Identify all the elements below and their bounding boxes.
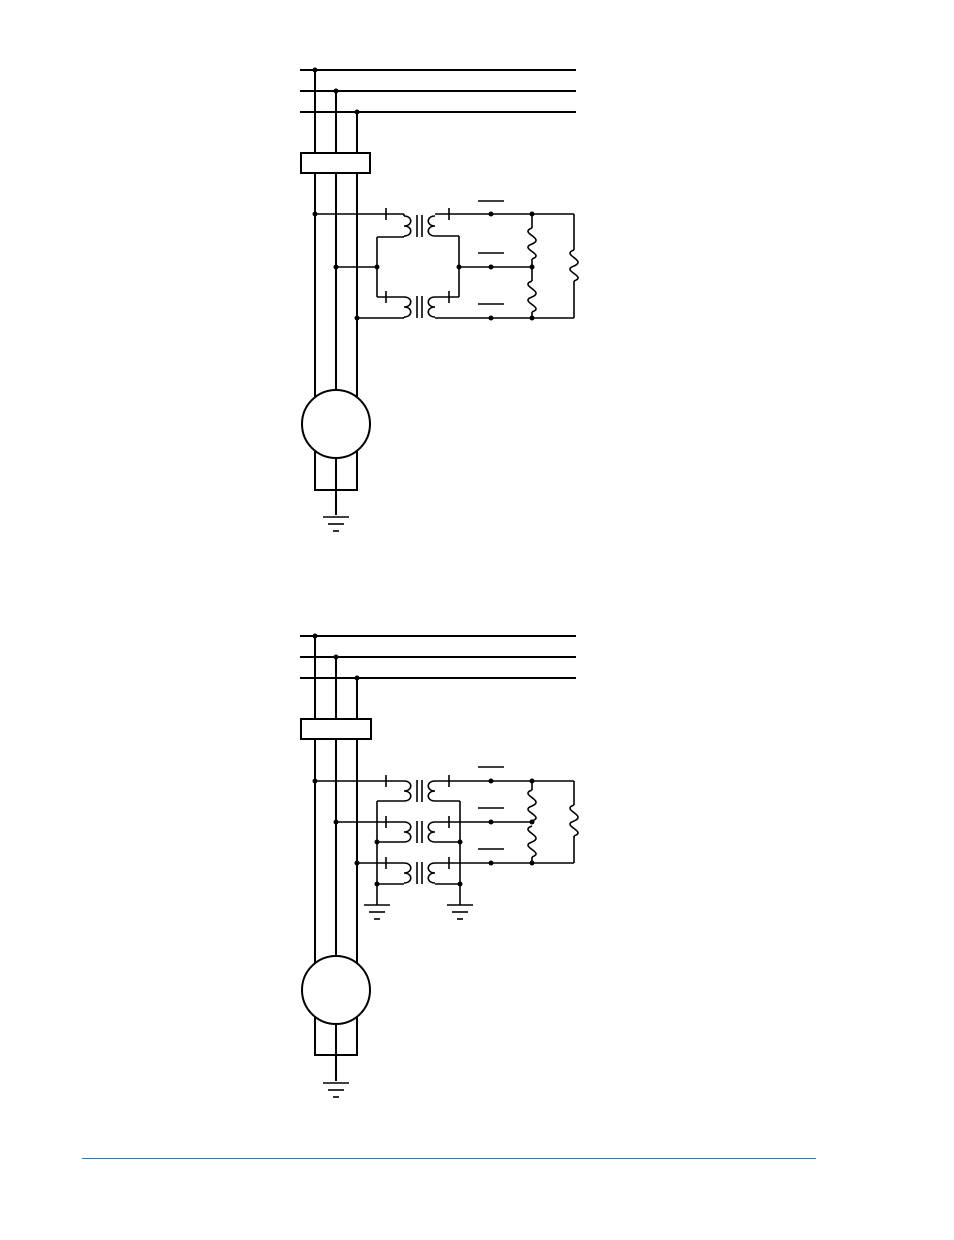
vt-primary-ground-icon: [364, 905, 390, 919]
motor-symbol: [302, 956, 370, 1024]
vt-2: [404, 821, 435, 843]
vt-connections: [313, 201, 579, 321]
motor-symbol: [302, 390, 370, 458]
bus-lines: [301, 68, 575, 115]
vt-1: [404, 215, 435, 237]
diagram-open-delta: [301, 68, 578, 532]
vt-2: [404, 296, 435, 318]
vt-3: [404, 862, 435, 884]
relay-coil-1: [528, 228, 536, 259]
breaker-box: [301, 719, 371, 739]
relay-coil-1: [528, 790, 536, 821]
vt-1: [404, 780, 435, 802]
diagram-wye: [301, 634, 578, 1098]
relay-coil-3: [570, 805, 578, 836]
relay-coil-3: [570, 250, 578, 281]
ground-icon: [323, 517, 349, 531]
breaker-box: [301, 153, 370, 173]
relay-coil-2: [528, 826, 536, 857]
vt-connections: [313, 767, 579, 919]
ground-icon: [323, 1083, 349, 1097]
vt-secondary-ground-icon: [447, 905, 473, 919]
bus-lines: [301, 634, 575, 681]
relay-coil-2: [528, 281, 536, 312]
footer-rule: [82, 1158, 816, 1159]
